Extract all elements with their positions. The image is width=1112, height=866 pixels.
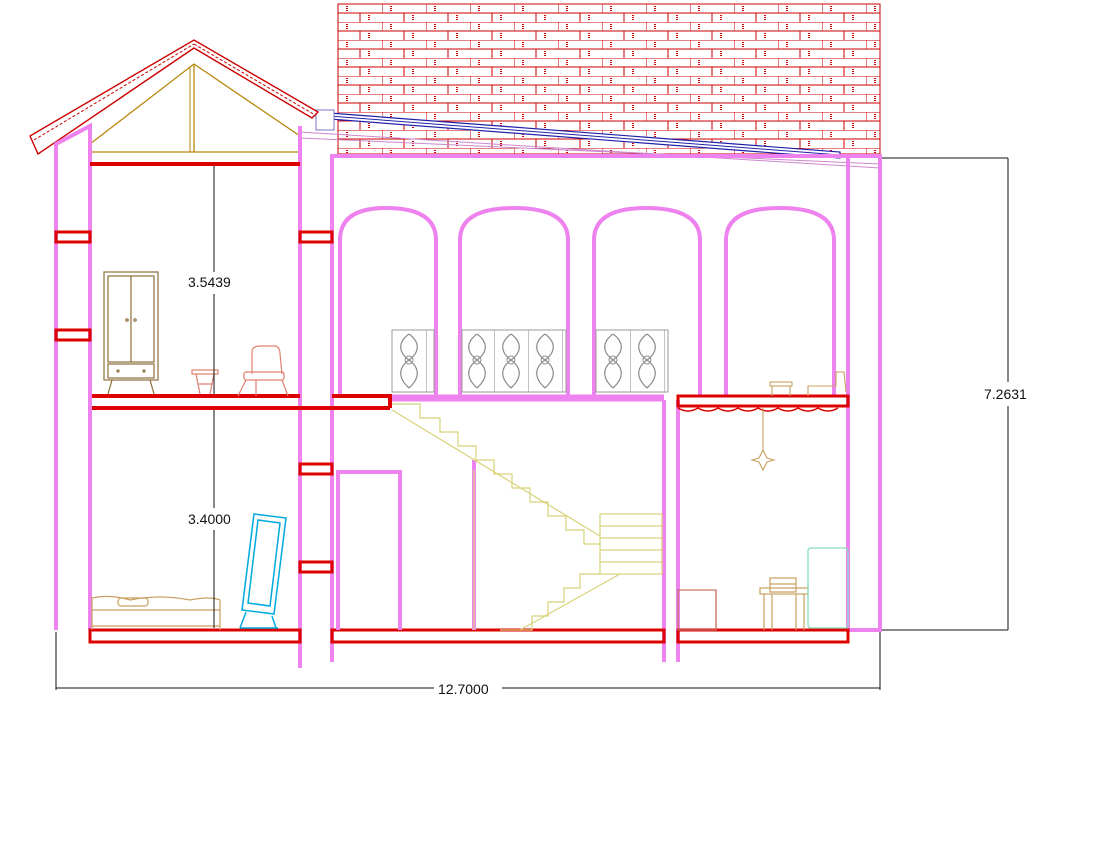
side-table-icon	[191, 369, 219, 395]
brick-wall-icon	[337, 3, 881, 155]
left-wall	[54, 122, 92, 630]
bed-icon	[91, 595, 221, 630]
floor-slabs	[88, 162, 850, 644]
chair-icon	[759, 577, 809, 630]
dim-lower-floor-height: 3.4000	[188, 511, 231, 527]
dim-total-height: 7.2631	[984, 386, 1027, 402]
door	[336, 470, 402, 630]
fridge-icon	[807, 547, 849, 629]
right-wall	[332, 154, 882, 662]
armchair-icon	[237, 345, 289, 397]
desk-icon	[677, 589, 717, 631]
roof-truss	[89, 63, 301, 153]
wardrobe-icon	[103, 271, 159, 395]
dim-upper-floor-height: 3.5439	[188, 274, 231, 290]
balcony-railing-icon	[391, 329, 669, 393]
staircase-icon	[391, 403, 663, 631]
middle-wall	[298, 126, 334, 668]
roof-panel	[299, 109, 881, 169]
arches	[338, 205, 836, 396]
pendant-lamp-icon	[749, 408, 777, 472]
mirror-icon	[239, 513, 287, 629]
gable-roof	[29, 39, 320, 156]
dimension-lines	[55, 157, 1009, 690]
small-furniture	[769, 371, 847, 396]
dim-total-width: 12.7000	[438, 681, 489, 697]
